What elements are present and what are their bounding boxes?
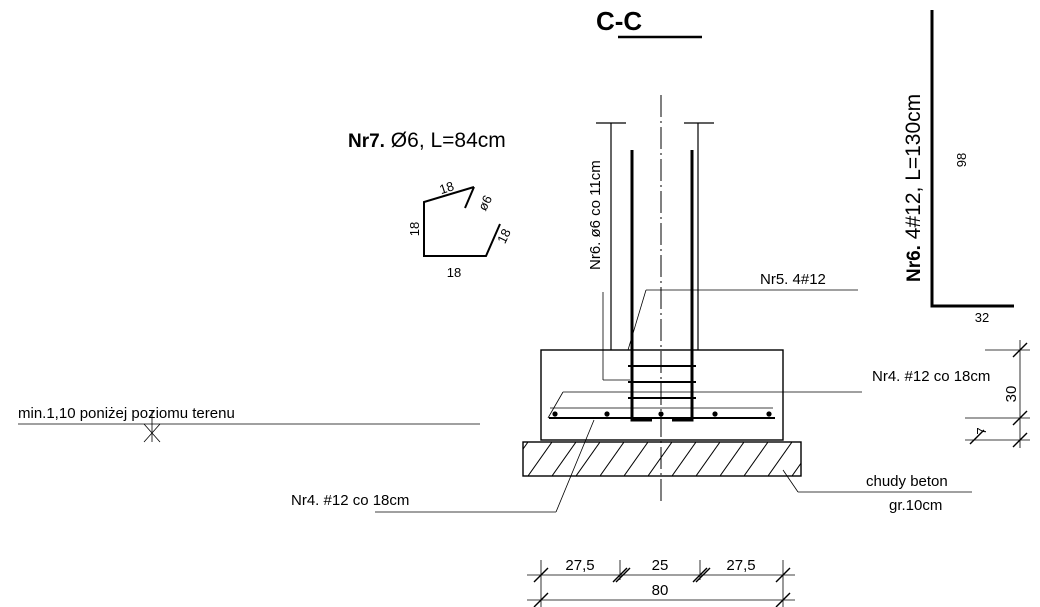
dim-tick xyxy=(1012,432,1028,448)
section-title: C-C xyxy=(596,6,642,36)
nr7-dim-hook: ø6 xyxy=(475,193,495,213)
dim-tick xyxy=(775,567,791,583)
dim-tick xyxy=(695,567,711,583)
nr7-label-bold: Nr7. xyxy=(348,131,385,152)
nr7-shape xyxy=(423,186,501,257)
dim-tick xyxy=(775,592,791,607)
level-marker-right xyxy=(143,423,161,443)
nr7-dim-bottom: 18 xyxy=(447,265,461,280)
footing-outline xyxy=(540,349,784,441)
nr6-label: Nr6. 4#12, L=130cm xyxy=(902,94,925,282)
nr7-dim-right: 18 xyxy=(494,226,514,246)
nr7-label: Nr7. Ø6, L=84cm xyxy=(348,129,506,152)
lean-concrete-layer xyxy=(522,441,802,477)
rebar-dot xyxy=(712,411,718,417)
nr6-shape xyxy=(930,10,1014,308)
callout-nr4-bottom: Nr4. #12 co 18cm xyxy=(291,492,409,509)
rebar-dot xyxy=(658,411,664,417)
nr6-label-bold: Nr6. xyxy=(904,245,925,282)
dim-tick xyxy=(612,567,628,583)
leader-lean-concrete xyxy=(782,469,799,493)
nr7-dim-top: 18 xyxy=(437,178,455,197)
nr7-label-rest: Ø6, L=84cm xyxy=(385,129,506,152)
dim-total-value: 80 xyxy=(652,582,669,599)
nr6-dim-vertical: 98 xyxy=(954,153,969,167)
rebar-dot xyxy=(604,411,610,417)
dim-tick xyxy=(533,567,549,583)
dim-height-value: 30 xyxy=(1003,386,1020,403)
lean-concrete-label: chudy beton xyxy=(866,473,948,490)
dim-middle-value: 25 xyxy=(652,557,669,574)
dim-tick xyxy=(615,567,631,583)
dim-right-value: 27,5 xyxy=(726,557,755,574)
l-bar-right xyxy=(672,150,694,422)
callout-nr4-right: Nr4. #12 co 18cm xyxy=(872,368,990,385)
callout-nr5: Nr5. 4#12 xyxy=(760,271,826,288)
dim-tick xyxy=(969,429,985,445)
nr7-hook xyxy=(464,186,475,209)
lean-concrete-thickness: gr.10cm xyxy=(889,497,942,514)
leader-nr4-right-diag xyxy=(547,391,564,419)
ground-level-note: min.1,10 poniżej poziomu terenu xyxy=(18,405,235,422)
dim-tick xyxy=(692,567,708,583)
l-bar-left xyxy=(630,150,652,422)
leader-nr5-diag xyxy=(627,289,647,351)
rebar-dot xyxy=(552,411,558,417)
dim-tick xyxy=(533,592,549,607)
dim-tick xyxy=(1012,342,1028,358)
dim-cover-value: 7 xyxy=(974,427,989,434)
nr6-dim-horizontal: 32 xyxy=(975,310,989,325)
callout-nr6-stirrups: Nr6. ø6 co 11cm xyxy=(587,160,604,270)
dim-left-value: 27,5 xyxy=(565,557,594,574)
nr6-label-rest: 4#12, L=130cm xyxy=(902,94,925,245)
leader-nr4-bottom-diag xyxy=(555,419,595,513)
nr7-dim-left: 18 xyxy=(407,222,422,236)
dim-tick xyxy=(1012,410,1028,426)
rebar-dot xyxy=(766,411,772,417)
